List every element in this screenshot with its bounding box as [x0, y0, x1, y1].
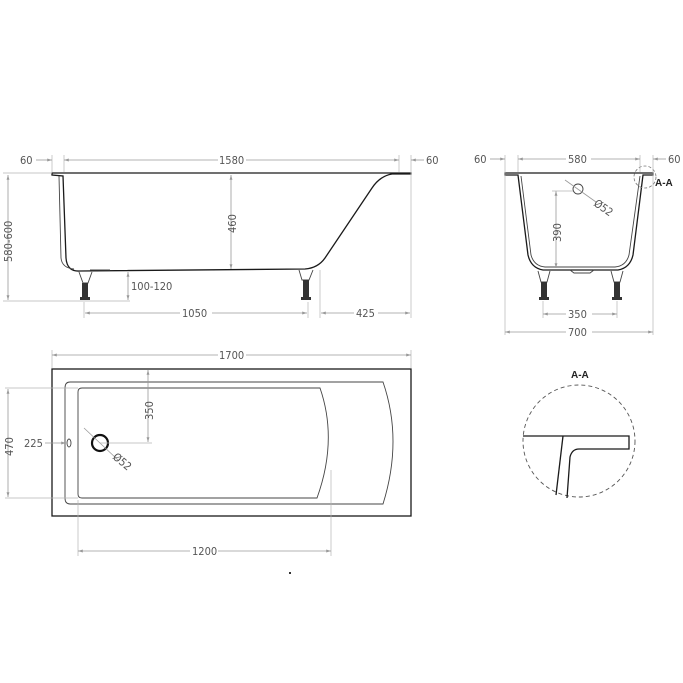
dim-plan-inner-length: 1200: [192, 545, 217, 558]
end-view: A-A 60 580 60 390 Ø52 350 700: [474, 153, 681, 339]
dim-plan-overall-width: 470: [3, 437, 16, 456]
tub-end-profile: [504, 172, 654, 271]
dim-side-leg-spacing: 1050: [182, 307, 207, 320]
detail-title: A-A: [571, 370, 589, 381]
dim-side-inner-depth: 460: [226, 214, 239, 233]
end-right-foot: [610, 270, 624, 300]
tub-side-profile: [51, 172, 412, 272]
detail-circle: [522, 384, 636, 498]
overflow-hole: [572, 183, 584, 195]
dim-side-right-lip: 60: [426, 154, 439, 167]
tub-outer-rim: [51, 368, 412, 517]
plan-view: 1700 470 350 225 Ø52 1200: [3, 349, 412, 574]
section-detail-a-a: A-A: [522, 370, 636, 499]
section-marker-circle: [633, 165, 657, 189]
tub-inner-rim: [64, 381, 394, 505]
dim-side-top-length: 1580: [219, 154, 244, 167]
dim-side-overall-height: 580-600: [2, 221, 15, 262]
stray-dot: [289, 572, 291, 574]
dim-plan-overall-length: 1700: [219, 349, 244, 362]
right-foot: [298, 269, 314, 300]
tub-basin: [77, 387, 329, 499]
dim-end-overflow-diameter: Ø52: [591, 197, 615, 219]
dim-plan-drain-diameter: Ø52: [110, 450, 134, 473]
dim-end-inner-width: 580: [568, 153, 587, 166]
dim-plan-drain-offset-y: 350: [143, 401, 156, 420]
dim-plan-drain-offset-x: 225: [24, 437, 43, 450]
dim-side-leg-height: 100-120: [131, 280, 172, 293]
dim-end-drain-height: 390: [551, 223, 564, 242]
dim-end-right-lip: 60: [668, 153, 681, 166]
dim-side-left-lip: 60: [20, 154, 33, 167]
dim-end-leg-spacing: 350: [568, 308, 587, 321]
left-foot: [78, 271, 93, 300]
dim-end-left-lip: 60: [474, 153, 487, 166]
side-view: 60 1580 60 580-600 460 100-120 1050 425: [2, 154, 439, 320]
dim-side-right-offset: 425: [356, 307, 375, 320]
overflow-slot: [66, 438, 72, 448]
detail-wall-outer: [555, 435, 564, 496]
detail-rim-profile: [523, 435, 630, 499]
section-marker-label: A-A: [655, 178, 673, 189]
end-left-foot: [537, 270, 551, 300]
dim-end-overall-width: 700: [568, 326, 587, 339]
